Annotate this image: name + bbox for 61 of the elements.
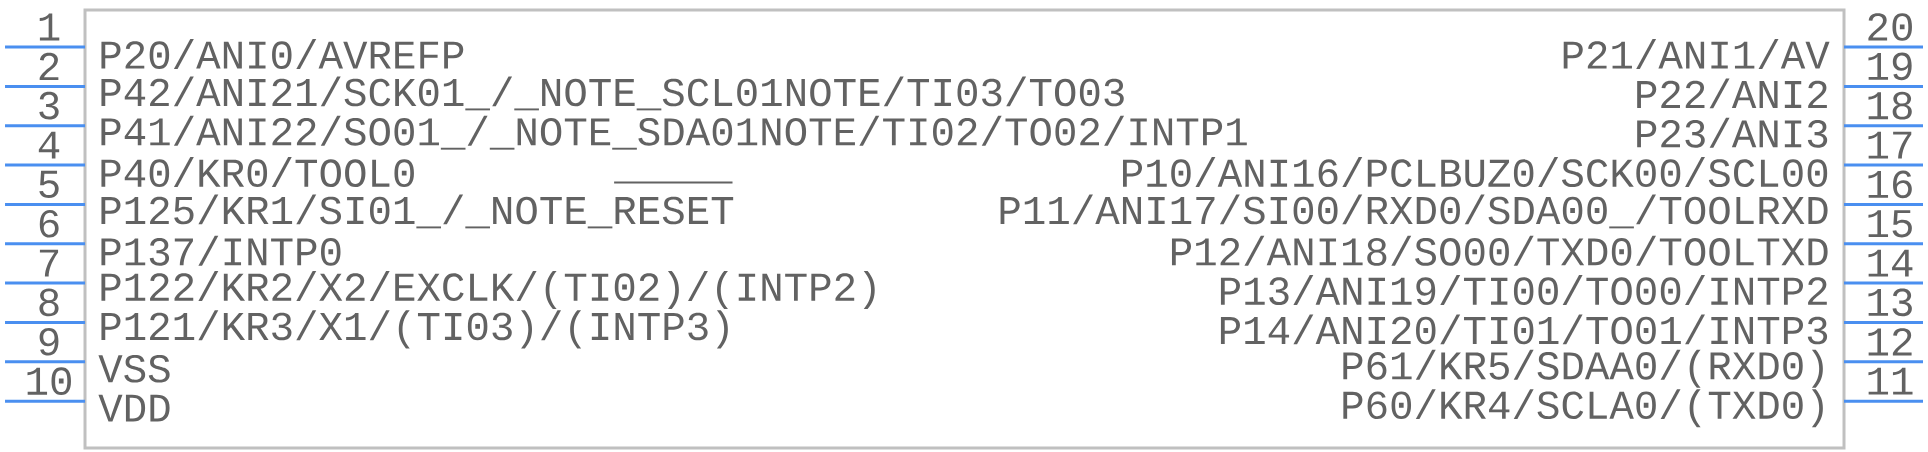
- pin-number: 15: [1864, 209, 1916, 239]
- pin-line: [5, 202, 85, 206]
- pin-number: 10: [23, 366, 75, 397]
- pin-number: 6: [35, 208, 63, 239]
- pin-name: P21/ANI1/AV: [1563, 39, 1830, 69]
- pin-number: 9: [35, 326, 63, 357]
- pin-line: [5, 124, 85, 128]
- pin-name: P20/ANI0/AVREFP: [101, 39, 464, 69]
- pin-name: P60/KR4/SCLA0/(TXD0): [1343, 389, 1823, 428]
- pin-line: [1844, 45, 1923, 49]
- pin-number: 20: [1864, 12, 1916, 42]
- pin-name: P41/ANI22/SO01_/_NOTE_SDA01NOTE/TI02/TO02/INTP1: [101, 115, 1247, 150]
- pin-name: VSS: [98, 354, 170, 383]
- chip-body: [83, 8, 1846, 450]
- pin-line: [5, 360, 85, 364]
- pin-line: [5, 242, 85, 246]
- pin-name: P10/ANI16/PCLBUZ0/SCK00/SCL00: [1123, 157, 1828, 188]
- pin-number: 5: [35, 169, 63, 199]
- pin-number: 19: [1864, 51, 1916, 82]
- pin-number: 12: [1864, 327, 1916, 357]
- pin-line: [1844, 281, 1923, 285]
- pin-name: P42/ANI21/SCK01_/_NOTE_SCL01NOTE/TI03/TO03: [101, 76, 1124, 111]
- pin-line: [5, 45, 85, 49]
- pin-name: P14/ANI20/TI01/TO01/INTP3: [1220, 314, 1828, 345]
- pin-name: P137/INTP0: [101, 235, 341, 266]
- pin-number: 18: [1864, 90, 1916, 121]
- pin-name: P40/KR0/TOOL0: [101, 157, 414, 188]
- pin-name: P22/ANI2: [1637, 78, 1827, 109]
- pin-line: [1844, 163, 1923, 167]
- pin-number: 2: [35, 51, 63, 82]
- pin-line: [1844, 124, 1923, 128]
- pin-number: 1: [35, 12, 63, 42]
- pin-number: 4: [35, 130, 63, 160]
- pin-name: VDD: [98, 394, 170, 422]
- pin-line: [5, 281, 85, 285]
- pin-line: [1844, 360, 1923, 364]
- pin-name: P61/KR5/SDAA0/(RXD0): [1343, 349, 1823, 388]
- pin-line: [1844, 399, 1923, 403]
- pin-name: P122/KR2/X2/EXCLK/(TI02)/(INTP2): [101, 271, 875, 310]
- pin-number: 14: [1864, 248, 1916, 278]
- pin-name: P125/KR1/SI01_/_NOTE_RESET: [101, 194, 734, 229]
- pin-number: 7: [35, 248, 63, 278]
- pin-line: [5, 84, 85, 88]
- pin-line: [5, 399, 85, 403]
- pin-name: P12/ANI18/SO00/TXD0/TOOLTXD: [1171, 235, 1828, 266]
- pin-line: [5, 163, 85, 167]
- pin-number: 16: [1864, 169, 1916, 200]
- pin-name: P13/ANI19/TI00/TO00/INTP2: [1220, 275, 1827, 306]
- pin-number: 13: [1864, 287, 1916, 318]
- pin-number: 8: [35, 287, 63, 318]
- pin-name: P11/ANI17/SI00/RXD0/SDA00_/TOOLRXD: [1000, 194, 1828, 229]
- pin-number: 11: [1864, 366, 1916, 396]
- pin-line: [1844, 320, 1923, 324]
- pin-line: [1844, 84, 1923, 88]
- pin-line: [1844, 242, 1923, 246]
- pin-name: P23/ANI3: [1637, 117, 1828, 148]
- pin-number: 17: [1864, 130, 1916, 160]
- pin-line: [1844, 202, 1923, 206]
- pin-name: P121/KR3/X1/(TI03)/(INTP3): [101, 310, 728, 349]
- pin-number: 3: [35, 90, 63, 121]
- pin-line: [5, 320, 85, 324]
